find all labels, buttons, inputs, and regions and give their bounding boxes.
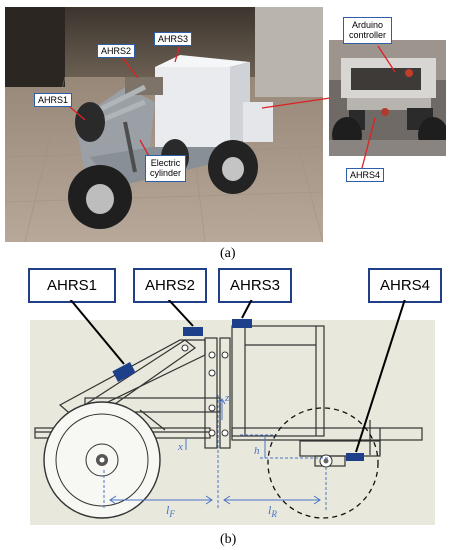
label-ahrs3-photo: AHRS3 xyxy=(154,32,193,47)
sensor-pointers xyxy=(69,300,406,453)
label-arduino-controller: Arduino controller xyxy=(343,17,393,44)
label-ahrs2-diagram: AHRS2 xyxy=(133,268,207,303)
label-ahrs1-photo: AHRS1 xyxy=(34,93,73,108)
label-ahrs3-diagram: AHRS3 xyxy=(218,268,292,303)
dim-h-label: h xyxy=(254,445,260,457)
label-electric-cylinder: Electric cylinder xyxy=(145,155,187,182)
axis-z-label: z xyxy=(224,392,230,404)
sensor-ahrs2 xyxy=(183,327,203,336)
dim-lr-label: lR xyxy=(268,503,277,519)
electric-cylinder-line2: cylinder xyxy=(150,168,182,179)
panel-a-callouts xyxy=(69,44,396,169)
electric-cylinder-line1: Electric xyxy=(150,158,181,168)
sensor-ahrs4 xyxy=(346,453,364,461)
sensor-ahrs3 xyxy=(232,319,252,328)
arduino-line2: controller xyxy=(349,30,387,41)
label-ahrs4-diagram: AHRS4 xyxy=(368,268,442,303)
front-wheel xyxy=(43,401,161,519)
caption-a: (a) xyxy=(220,246,236,261)
rear-wheel-outline xyxy=(267,407,379,519)
dim-lf-label: lF xyxy=(166,503,175,519)
ahrs-sensor-blocks xyxy=(112,319,364,461)
rear-hub xyxy=(319,454,333,468)
sensor-ahrs1 xyxy=(112,362,136,382)
axis-x-label: x xyxy=(177,441,183,453)
arduino-line1: Arduino xyxy=(351,20,384,30)
vehicle-diagram: z x h lF lR xyxy=(30,300,435,525)
label-ahrs2-photo: AHRS2 xyxy=(97,44,136,59)
photo-inset xyxy=(329,40,446,156)
photo-inset-illustration xyxy=(329,40,446,156)
dimension-lines xyxy=(103,395,330,510)
caption-b: (b) xyxy=(220,532,237,547)
frame-bolts xyxy=(181,344,229,437)
label-ahrs1-diagram: AHRS1 xyxy=(28,268,116,303)
label-ahrs4-photo: AHRS4 xyxy=(346,168,385,183)
